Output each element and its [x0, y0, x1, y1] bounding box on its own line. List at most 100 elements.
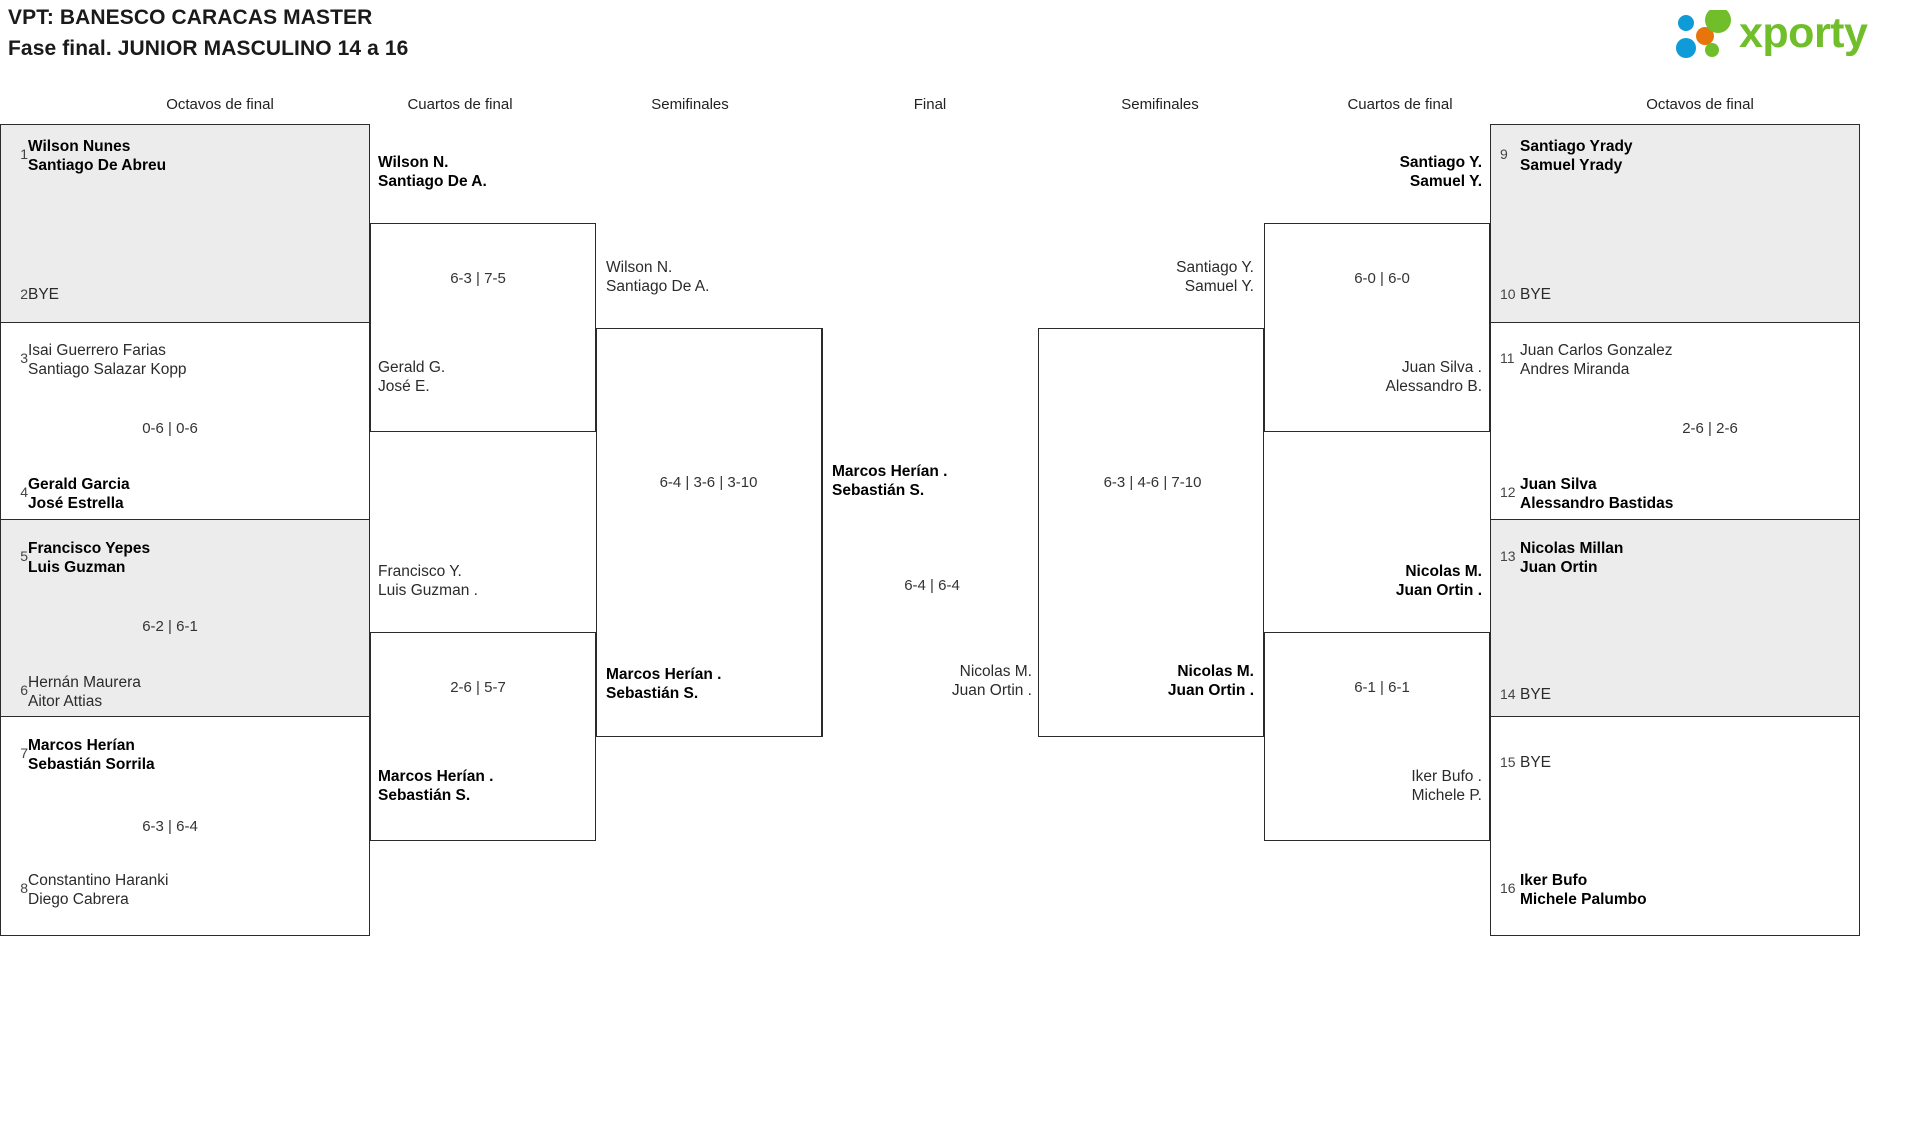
qf-score-left-2: 2-6 | 5-7 [450, 679, 506, 696]
r16-slot-seed-3[interactable]: 3 Isai Guerrero Farias Santiago Salazar … [6, 339, 336, 379]
r16-slot-seed-7[interactable]: 7 Marcos Herían Sebastián Sorrila [6, 734, 336, 774]
player-name: Luis Guzman [28, 559, 126, 576]
qf-score-right-2: 6-1 | 6-1 [1354, 679, 1410, 696]
player-name: Santiago De A. [378, 173, 487, 190]
r16-slot-seed-11[interactable]: 11 Juan Carlos Gonzalez Andres Miranda [1498, 339, 1848, 379]
qf-slot-left-2-top[interactable]: Francisco Y. Luis Guzman . [378, 562, 478, 600]
player-name: Iker Bufo . [1411, 768, 1482, 785]
player-name: Sebastián Sorrila [28, 756, 155, 773]
r16-slot-seed-16[interactable]: 16 Iker Bufo Michele Palumbo [1498, 869, 1848, 909]
player-name: Aitor Attias [28, 693, 103, 710]
player-name: Juan Ortin . [951, 682, 1032, 699]
round-header-left-r16: Octavos de final [166, 96, 274, 113]
tournament-category: Fase final. JUNIOR MASCULINO 14 a 16 [8, 37, 409, 60]
sf-slot-left-top[interactable]: Wilson N. Santiago De A. [606, 258, 709, 296]
logo-wordmark: xporty [1739, 9, 1868, 57]
final-slot-top[interactable]: Marcos Herían . Sebastián S. [832, 462, 947, 500]
player-name: Nicolas M. [959, 663, 1032, 680]
divider-right-1 [1490, 322, 1860, 323]
player-name: Juan Ortin . [1167, 682, 1254, 699]
player-name: Sebastián S. [378, 787, 471, 804]
player-name: Juan Silva . [1401, 359, 1482, 376]
qf-slot-left-2-bottom[interactable]: Marcos Herían . Sebastián S. [378, 767, 493, 805]
round-header-left-sf: Semifinales [651, 96, 729, 113]
band-right-1 [1491, 125, 1859, 322]
player-name: Santiago De Abreu [28, 157, 167, 174]
r16-slot-seed-5[interactable]: 5 Francisco Yepes Luis Guzman [6, 537, 336, 577]
seed-number: 9 [1500, 146, 1508, 162]
player-name: Michele Palumbo [1520, 891, 1647, 908]
qf-slot-right-2-bottom[interactable]: Iker Bufo . Michele P. [1282, 767, 1482, 805]
r16-slot-seed-8[interactable]: 8 Constantino Haranki Diego Cabrera [6, 869, 336, 909]
player-name: José E. [378, 378, 430, 395]
qf-slot-left-1-bottom[interactable]: Gerald G. José E. [378, 358, 445, 396]
seed-number: 11 [1500, 350, 1515, 366]
player-name: Wilson N. [606, 259, 673, 276]
player-name: Michele P. [1411, 787, 1482, 804]
qf-slot-right-1-bottom[interactable]: Juan Silva . Alessandro B. [1282, 358, 1483, 396]
player-name: Santiago De A. [606, 278, 710, 295]
final-slot-bottom[interactable]: Nicolas M. Juan Ortin . [832, 662, 1032, 700]
player-name: BYE [28, 286, 60, 303]
sf-slot-right-bottom[interactable]: Nicolas M. Juan Ortin . [1054, 662, 1254, 700]
r16-slot-seed-2[interactable]: 2 BYE [6, 285, 336, 304]
player-name: Alessandro B. [1385, 378, 1483, 395]
right-qf-box-2 [1264, 632, 1490, 841]
player-name: Nicolas Millan [1520, 540, 1624, 557]
player-name: Wilson N. [378, 154, 449, 171]
left-qf-box-2 [370, 632, 596, 841]
player-name: Santiago Salazar Kopp [28, 361, 187, 378]
band-left-3 [1, 519, 369, 716]
seed-number: 6 [20, 682, 28, 698]
logo-dots-icon [1676, 10, 1731, 58]
player-name: Samuel Yrady [1520, 157, 1623, 174]
divider-left-2 [0, 519, 370, 520]
r16-slot-seed-12[interactable]: 12 Juan Silva Alessandro Bastidas [1498, 473, 1848, 513]
right-r16-outline [1490, 124, 1860, 936]
final-left-edge [822, 328, 823, 737]
r16-slot-seed-10[interactable]: 10 BYE [1498, 285, 1848, 304]
page-title: VPT: BANESCO CARACAS MASTER Fase final. … [8, 2, 408, 64]
seed-number: 14 [1500, 686, 1516, 702]
band-left-4 [1, 716, 369, 935]
r16-slot-seed-9[interactable]: 9 Santiago Yrady Samuel Yrady [1498, 135, 1848, 175]
seed-number: 12 [1500, 484, 1516, 500]
r16-slot-seed-6[interactable]: 6 Hernán Maurera Aitor Attias [6, 671, 336, 711]
seed-number: 15 [1500, 754, 1516, 770]
player-name: Juan Ortin [1520, 559, 1598, 576]
qf-slot-right-1-top[interactable]: Santiago Y. Samuel Y. [1282, 153, 1482, 191]
seed-number: 5 [20, 548, 28, 564]
player-name: BYE [1520, 754, 1552, 771]
player-name: Nicolas M. [1405, 563, 1482, 580]
player-name: José Estrella [28, 495, 124, 512]
r16-slot-seed-4[interactable]: 4 Gerald Garcia José Estrella [6, 473, 336, 513]
sf-slot-left-bottom[interactable]: Marcos Herían . Sebastián S. [606, 665, 721, 703]
r16-slot-seed-15[interactable]: 15 BYE [1498, 753, 1848, 772]
player-name: Nicolas M. [1177, 663, 1254, 680]
r16-slot-seed-13[interactable]: 13 Nicolas Millan Juan Ortin [1498, 537, 1848, 577]
round-header-right-sf: Semifinales [1121, 96, 1199, 113]
seed-number: 16 [1500, 880, 1516, 896]
right-sf-box [1038, 328, 1264, 737]
r16-slot-seed-1[interactable]: 1 Wilson Nunes Santiago De Abreu [6, 135, 336, 175]
player-name: Marcos Herían [28, 737, 135, 754]
player-name: Samuel Y. [1409, 173, 1482, 190]
qf-slot-right-2-top[interactable]: Nicolas M. Juan Ortin . [1282, 562, 1482, 600]
sf-slot-right-top[interactable]: Santiago Y. Samuel Y. [1054, 258, 1254, 296]
divider-left-1 [0, 322, 370, 323]
qf-slot-left-1-top[interactable]: Wilson N. Santiago De A. [378, 153, 487, 191]
player-name: Juan Silva [1520, 476, 1597, 493]
r16-score-1: 0-6 | 0-6 [142, 420, 198, 437]
player-name: Isai Guerrero Farias [28, 342, 166, 359]
r16-score-2: 6-2 | 6-1 [142, 618, 198, 635]
player-name: Iker Bufo [1520, 872, 1588, 889]
r16-slot-seed-14[interactable]: 14 BYE [1498, 685, 1848, 704]
player-name: Marcos Herían . [606, 666, 722, 683]
player-name: BYE [1520, 286, 1552, 303]
round-header-left-qf: Cuartos de final [407, 96, 513, 113]
qf-score-left-1: 6-3 | 7-5 [450, 270, 506, 287]
player-name: Sebastián S. [606, 685, 699, 702]
player-name: Constantino Haranki [28, 872, 169, 889]
player-name: Luis Guzman . [378, 582, 478, 599]
